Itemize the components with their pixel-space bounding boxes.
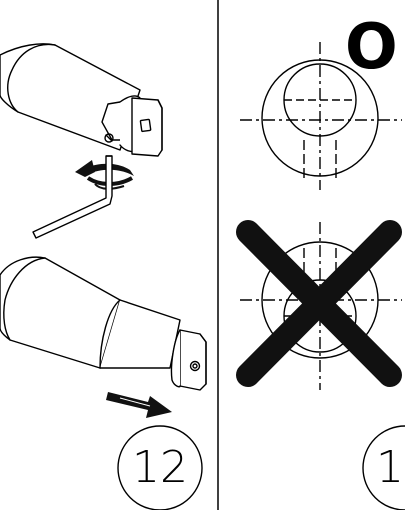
- step-number-right: 1: [376, 442, 404, 493]
- step-number-left: 12: [132, 442, 188, 493]
- cross-mark-icon: [236, 220, 402, 387]
- correct-mark: O: [345, 10, 398, 83]
- pull-arrow: [106, 392, 172, 418]
- rotate-arrow: [75, 160, 134, 190]
- step-marker-left: [117, 425, 203, 510]
- lower-cylinder-assembly: [0, 256, 207, 391]
- step-marker-right: [362, 425, 405, 510]
- hex-key-icon: [32, 155, 113, 239]
- correct-top-view: [240, 42, 402, 190]
- upper-cylinder-assembly: [0, 43, 163, 157]
